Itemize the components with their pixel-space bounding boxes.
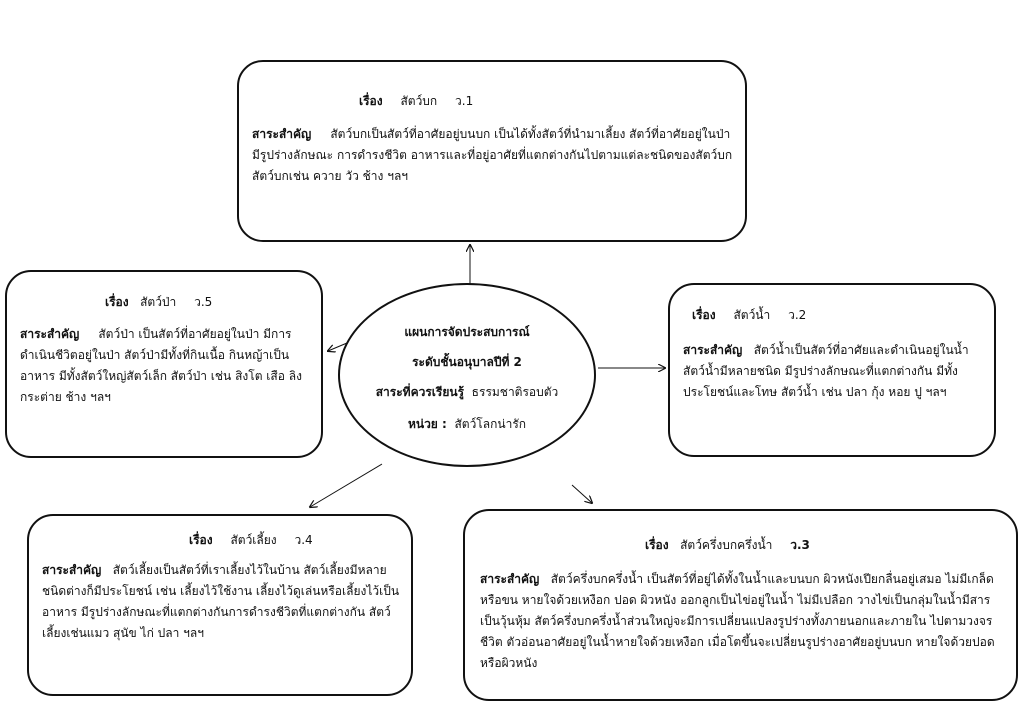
box-land-animals: เรื่อง สัตว์บก ว.1 สาระสำคัญ สัตว์บกเป็น…: [237, 60, 747, 242]
box-essence: สาระสำคัญ สัตว์น้ำเป็นสัตว์ที่อาศัยและดำ…: [683, 340, 989, 403]
essence-text: สัตว์เลี้ยงเป็นสัตว์ที่เราเลี้ยงไว้ในบ้า…: [42, 563, 400, 640]
essence-text: สัตว์ครึ่งบกครึ่งน้ำ เป็นสัตว์ที่อยู่ได้…: [480, 572, 995, 670]
essence-label: สาระสำคัญ: [252, 127, 312, 141]
topic-label: เรื่อง: [189, 533, 213, 547]
box-pet-animals: เรื่อง สัตว์เลี้ยง ว.4 สาระสำคัญ สัตว์เล…: [27, 514, 413, 696]
topic-name: สัตว์ครึ่งบกครึ่งน้ำ: [680, 538, 773, 552]
center-title: แผนการจัดประสบการณ์: [404, 325, 530, 339]
arrow-to-b2: [328, 342, 348, 351]
essence-label: สาระสำคัญ: [42, 563, 102, 577]
topic-code: ว.2: [788, 308, 807, 322]
essence-text: สัตว์น้ำเป็นสัตว์ที่อาศัยและดำเนินอยู่ใน…: [683, 343, 969, 399]
box-topic: เรื่อง สัตว์ครึ่งบกครึ่งน้ำ ว.3: [645, 537, 810, 553]
topic-name: สัตว์น้ำ: [733, 308, 771, 322]
box-water-animals: เรื่อง สัตว์น้ำ ว.2 สาระสำคัญ สัตว์น้ำเป…: [668, 283, 996, 457]
box-essence: สาระสำคัญ สัตว์ครึ่งบกครึ่งน้ำ เป็นสัตว์…: [480, 569, 1005, 674]
topic-code: ว.1: [455, 94, 474, 108]
essence-label: สาระสำคัญ: [683, 343, 743, 357]
center-subject: สาระที่ควรเรียนรู้ ธรรมชาติรอบตัว: [375, 385, 559, 399]
box-essence: สาระสำคัญ สัตว์เลี้ยงเป็นสัตว์ที่เราเลี้…: [42, 560, 404, 644]
box-essence: สาระสำคัญ สัตว์ป่า เป็นสัตว์ที่อาศัยอยู่…: [20, 324, 312, 408]
topic-label: เรื่อง: [692, 308, 716, 322]
arrow-to-b5: [571, 484, 592, 503]
box-topic: เรื่อง สัตว์น้ำ ว.2: [692, 307, 806, 323]
box-topic: เรื่อง สัตว์บก ว.1: [359, 93, 473, 109]
topic-code: ว.5: [194, 295, 213, 309]
topic-name: สัตว์บก: [400, 94, 438, 108]
box-topic: เรื่อง สัตว์ป่า ว.5: [105, 294, 212, 310]
essence-text: สัตว์บกเป็นสัตว์ที่อาศัยอยู่บนบก เป็นได้…: [252, 127, 733, 183]
essence-text: สัตว์ป่า เป็นสัตว์ที่อาศัยอยู่ในป่า มีกา…: [20, 327, 302, 404]
topic-label: เรื่อง: [359, 94, 383, 108]
center-level: ระดับชั้นอนุบาลปีที่ 2: [412, 355, 522, 369]
topic-code: ว.3: [790, 538, 810, 552]
essence-label: สาระสำคัญ: [480, 572, 540, 586]
topic-label: เรื่อง: [645, 538, 669, 552]
box-wild-animals: เรื่อง สัตว์ป่า ว.5 สาระสำคัญ สัตว์ป่า เ…: [5, 270, 323, 458]
arrow-to-b4: [310, 463, 383, 507]
box-amphibians: เรื่อง สัตว์ครึ่งบกครึ่งน้ำ ว.3 สาระสำคั…: [463, 509, 1018, 701]
topic-name: สัตว์เลี้ยง: [230, 533, 277, 547]
topic-name: สัตว์ป่า: [140, 295, 177, 309]
topic-code: ว.4: [294, 533, 313, 547]
box-topic: เรื่อง สัตว์เลี้ยง ว.4: [189, 532, 313, 548]
box-essence: สาระสำคัญ สัตว์บกเป็นสัตว์ที่อาศัยอยู่บน…: [252, 124, 740, 187]
center-plan-ellipse: แผนการจัดประสบการณ์ ระดับชั้นอนุบาลปีที่…: [338, 283, 596, 467]
center-unit: หน่วย : สัตว์โลกน่ารัก: [407, 417, 527, 431]
topic-label: เรื่อง: [105, 295, 129, 309]
essence-label: สาระสำคัญ: [20, 327, 80, 341]
